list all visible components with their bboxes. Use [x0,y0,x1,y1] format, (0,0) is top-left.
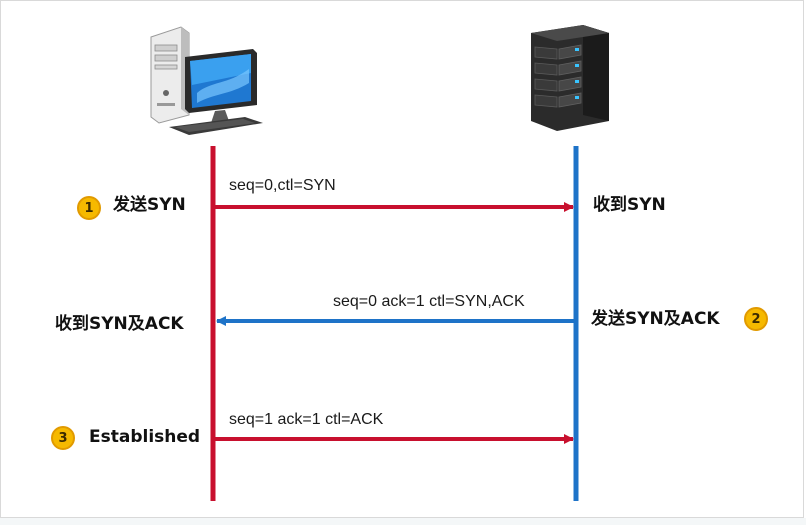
server-tower-icon [531,25,609,131]
step-1-server-text: 收到SYN [593,195,666,215]
step-2-message: seq=0 ack=1 ctl=SYN,ACK [333,293,525,310]
step-2-server-text: 发送SYN及ACK [591,309,720,329]
step-1-message: seq=0,ctl=SYN [229,177,336,194]
desktop-computer-icon [150,26,263,135]
step-3-badge: 3 [51,426,75,450]
step-2-badge: 2 [744,307,768,331]
bottom-strip [0,518,806,525]
step-3-message: seq=1 ack=1 ctl=ACK [229,411,384,428]
step-1-badge: 1 [77,196,101,220]
step-3-client-text: Established [89,427,201,447]
step-2-client-text: 收到SYN及ACK [55,314,184,334]
step-1-client-text: 发送SYN [113,195,186,215]
